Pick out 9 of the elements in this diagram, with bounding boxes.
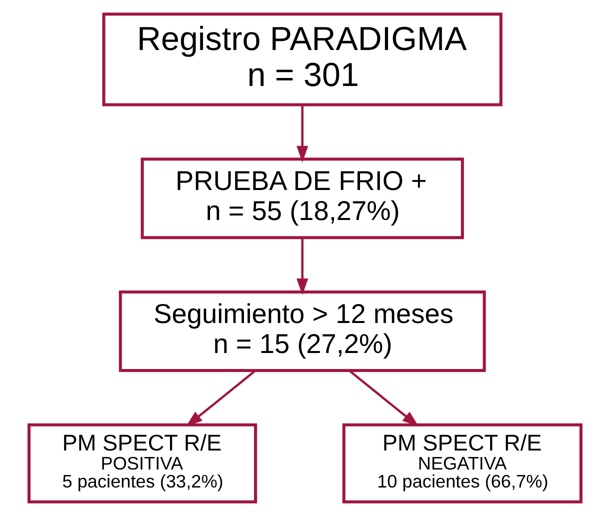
arrow (348, 370, 418, 427)
node-box: Registro PARADIGMA n = 301 (102, 12, 502, 106)
node-box: PM SPECT R/E NEGATIVA 10 pacientes (66,7%) (342, 423, 582, 504)
arrow (185, 370, 256, 427)
node-box: Seguimiento > 12 meses n = 15 (27,2%) (118, 290, 486, 372)
node-box: PM SPECT R/E POSITIVA 5 pacientes (33,2%) (27, 423, 257, 504)
arrow (296, 238, 308, 296)
node-box: PRUEBA DE FRIO + n = 55 (18,27%) (140, 158, 464, 240)
arrow (296, 105, 308, 162)
